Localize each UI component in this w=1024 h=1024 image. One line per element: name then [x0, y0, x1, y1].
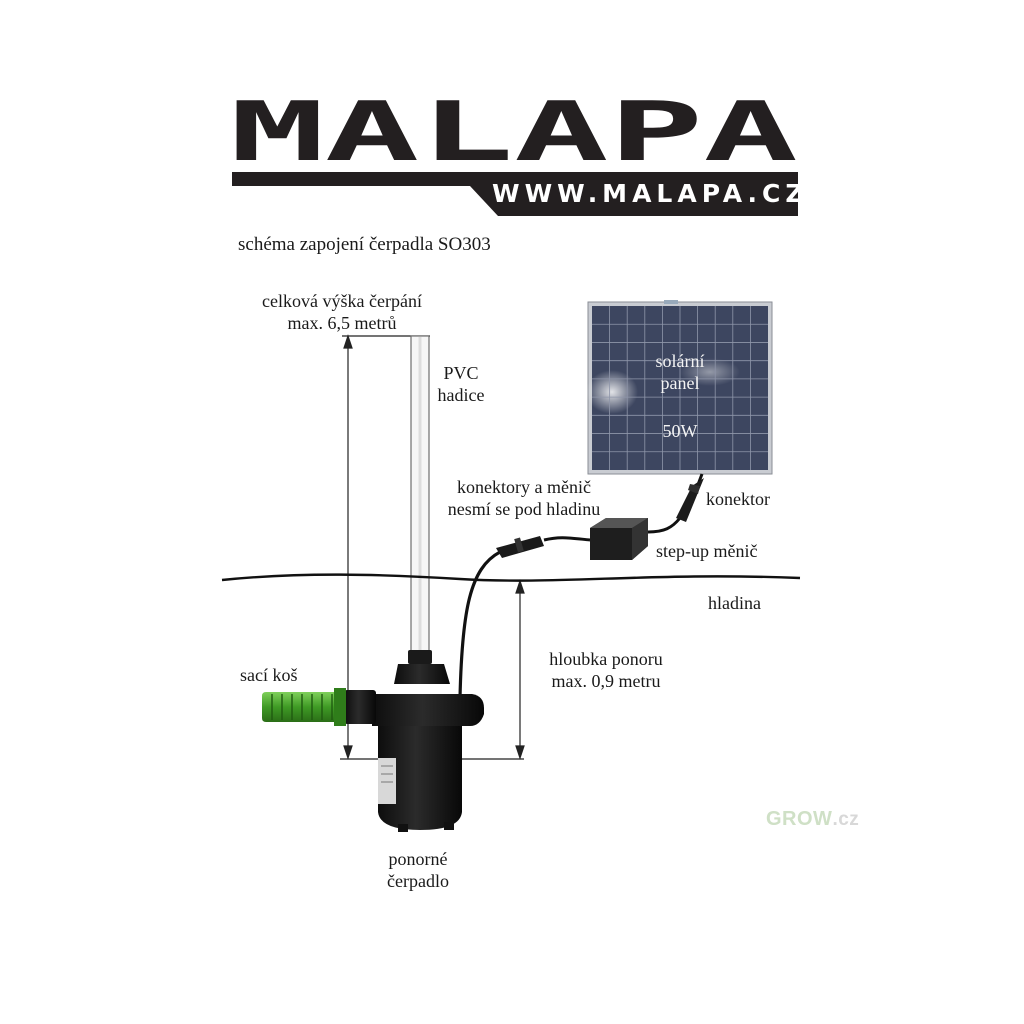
height-label-line2: max. 6,5 metrů — [287, 313, 397, 333]
hose-label-line2: hadice — [437, 385, 485, 405]
pump-label-line2: čerpadlo — [387, 871, 449, 891]
pump-label: ponorné čerpadlo — [370, 848, 466, 892]
converter-label: step-up měnič — [656, 541, 758, 561]
depth-label-line1: hloubka ponoru — [549, 649, 663, 669]
panel-label-line2: panel — [660, 373, 700, 393]
grow-watermark: GROW.cz — [766, 808, 859, 831]
logo-brand-text: MALAPA — [230, 85, 798, 180]
logo-url[interactable]: WWW.MALAPA.CZ — [492, 179, 809, 208]
panel-power-label: 50W — [662, 421, 698, 441]
solar-panel — [586, 300, 773, 475]
warning-label-line2: nesmí se pod hladinu — [447, 499, 601, 519]
malapa-logo: MALAPA — [230, 85, 798, 216]
step-up-converter — [590, 518, 648, 560]
watermark-domain: .cz — [832, 809, 860, 830]
warning-label: konektory a měnič nesmí se pod hladinu — [420, 476, 628, 520]
logo-wordmark: MALAPA — [230, 85, 798, 180]
height-label: celková výška čerpání max. 6,5 metrů — [238, 290, 446, 334]
panel-label-line1: solární — [655, 351, 705, 371]
warning-label-line1: konektory a měnič — [457, 477, 591, 497]
submersible-pump — [344, 650, 484, 832]
hose-label: PVC hadice — [426, 362, 496, 406]
panel-connector — [676, 478, 704, 522]
connector-label: konektor — [706, 489, 770, 509]
hose-label-line1: PVC — [443, 363, 479, 383]
cables — [458, 473, 704, 699]
height-label-line1: celková výška čerpání — [262, 291, 422, 311]
logo-banner — [232, 172, 798, 216]
diagram-title: schéma zapojení čerpadla SO303 — [238, 234, 491, 255]
water-surface-line — [221, 573, 801, 582]
surface-label: hladina — [708, 593, 761, 613]
strainer-label: sací koš — [240, 665, 298, 685]
panel-label: solární panel — [630, 350, 730, 394]
depth-label-line2: max. 0,9 metru — [551, 671, 661, 691]
pump-cable-connector — [496, 536, 544, 558]
depth-label: hloubka ponoru max. 0,9 metru — [530, 648, 682, 692]
watermark-grow: GROW — [766, 808, 833, 830]
pump-label-line1: ponorné — [388, 849, 448, 869]
suction-strainer — [262, 688, 346, 726]
depth-dimension — [515, 579, 525, 760]
